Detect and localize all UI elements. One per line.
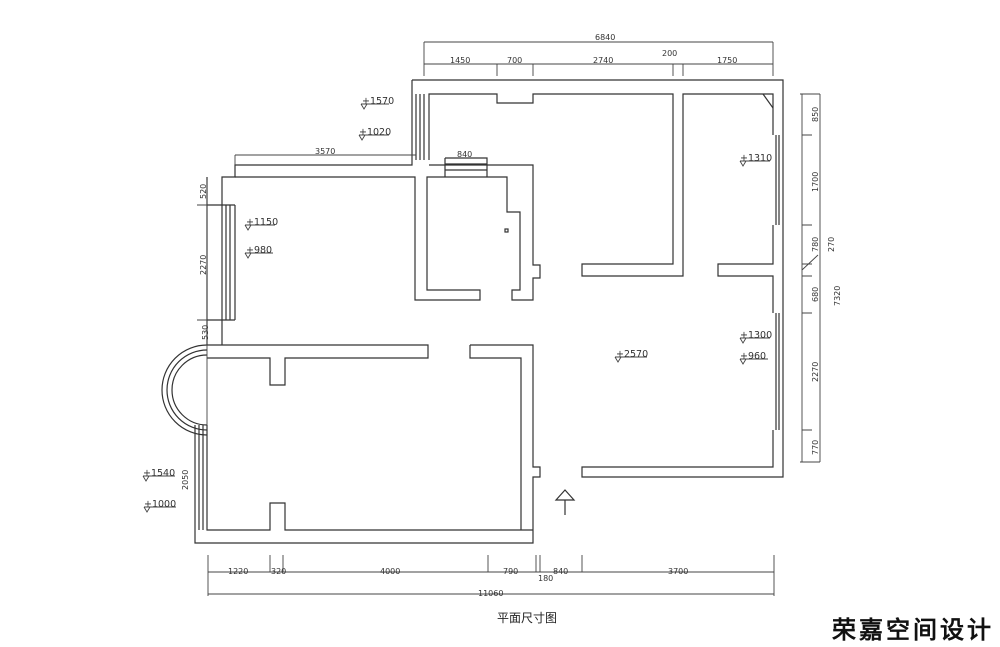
elevation-label: +980 (246, 245, 272, 256)
dim-top: 700 (507, 56, 522, 65)
plan-title: 平面尺寸图 (497, 611, 557, 625)
elevation-label: +1570 (362, 96, 394, 107)
dimension-lines (197, 41, 821, 596)
dim-right: 1700 (811, 172, 820, 192)
dim-left: 530 (201, 325, 210, 340)
dim-bottom: 1220 (228, 567, 248, 576)
dim-top: 1750 (717, 56, 737, 65)
elevation-label: +2570 (616, 349, 648, 360)
dim-right: 770 (811, 440, 820, 455)
elevation-label: +960 (740, 351, 766, 362)
dim-top-total: 6840 (595, 33, 615, 42)
elevation-label: +1150 (246, 217, 278, 228)
dim-top: 2740 (593, 56, 613, 65)
dim-right: 2270 (811, 362, 820, 382)
dim-top: 1450 (450, 56, 470, 65)
dim-right: 780 (811, 237, 820, 252)
dim-right: 850 (811, 107, 820, 122)
dim-bottom: 840 (553, 567, 568, 576)
dim-left: 2050 (181, 470, 190, 490)
dim-top: 200 (662, 49, 677, 58)
brand-logo: 荣嘉空间设计 (832, 615, 994, 644)
dim-right: 680 (811, 287, 820, 302)
dim-bottom: 790 (503, 567, 518, 576)
dim-right: 270 (827, 237, 836, 252)
dim-bottom: 180 (538, 574, 553, 583)
walls (161, 79, 784, 544)
elevation-markers (142, 103, 770, 513)
dim-inner: 3570 (315, 147, 335, 156)
dim-bottom: 3700 (668, 567, 688, 576)
dim-bottom: 320 (271, 567, 286, 576)
dim-right-total: 7320 (833, 286, 842, 306)
elevation-label: +1300 (740, 330, 772, 341)
elevation-label: +1310 (740, 153, 772, 164)
dim-left: 520 (199, 184, 208, 199)
dim-left: 2270 (199, 255, 208, 275)
elevation-label: +1540 (143, 468, 175, 479)
dim-bottom-total: 11060 (478, 589, 503, 598)
entrance-arrow-icon (554, 489, 576, 515)
dim-bottom: 4000 (380, 567, 400, 576)
elevation-label: +1000 (144, 499, 176, 510)
dim-inner: 840 (457, 150, 472, 159)
elevation-label: +1020 (359, 127, 391, 138)
